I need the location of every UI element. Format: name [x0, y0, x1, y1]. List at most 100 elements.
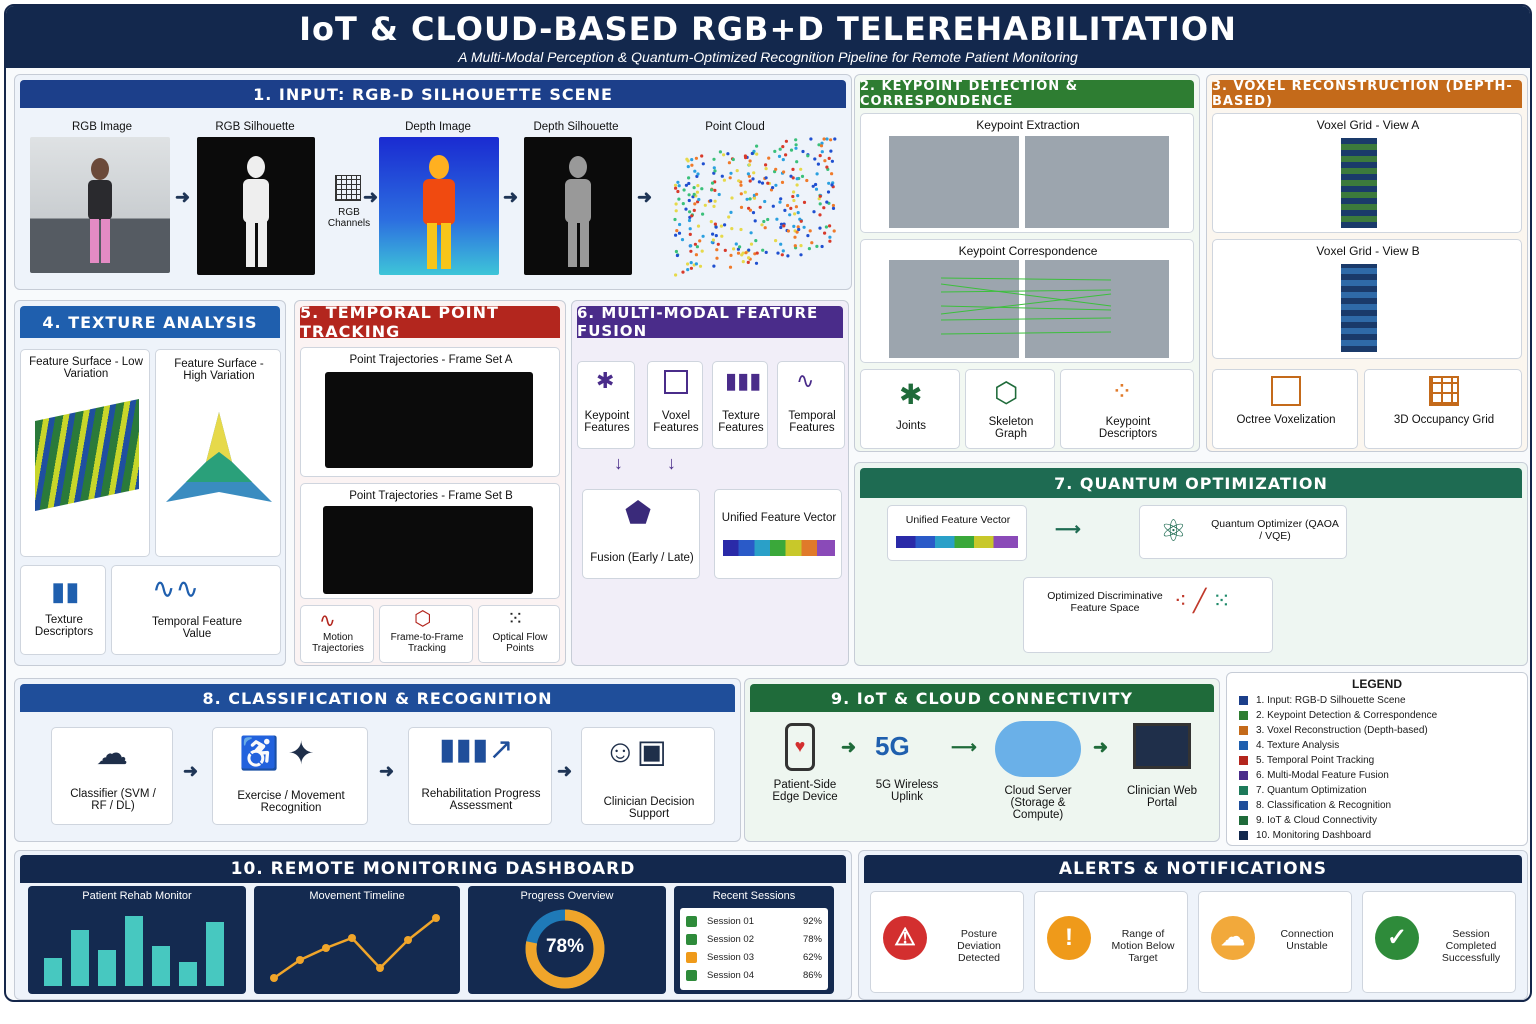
point-cloud-point: [781, 158, 785, 162]
point-cloud-point: [688, 227, 692, 231]
point-cloud-point: [717, 192, 721, 197]
5g-uplink-label: 5G Wireless Uplink: [875, 779, 939, 803]
frame-tracking-card: ⬡ Frame-to-Frame Tracking: [379, 605, 473, 663]
point-cloud-point: [739, 227, 743, 232]
texture-features-label: Texture Features: [718, 410, 764, 434]
point-cloud-point: [738, 245, 742, 249]
point-cloud-point: [730, 196, 734, 200]
point-cloud-point: [713, 169, 717, 173]
white-silhouette-icon: [243, 156, 269, 267]
point-cloud-point: [830, 172, 834, 176]
section-texture-title: 4. TEXTURE ANALYSIS: [20, 306, 280, 338]
quantum-optimizer-label: Quantum Optimizer (QAOA / VQE): [1211, 518, 1339, 542]
point-cloud-point: [712, 204, 716, 208]
point-cloud-point: [830, 159, 834, 163]
point-cloud-point: [739, 192, 743, 196]
point-cloud-point: [747, 163, 752, 167]
point-cloud-point: [784, 153, 788, 157]
grid-icon: [335, 175, 361, 201]
point-cloud-point: [754, 239, 758, 243]
check-circle-icon: ✓: [1375, 916, 1419, 960]
legend-item: 3. Voxel Reconstruction (Depth-based): [1239, 723, 1527, 738]
section-keypoints: 2. KEYPOINT DETECTION & CORRESPONDENCE K…: [854, 74, 1200, 452]
point-cloud-point: [695, 190, 699, 194]
point-cloud-point: [684, 183, 688, 187]
keypoint-extraction-card: Keypoint Extraction: [860, 113, 1194, 233]
point-cloud-point: [797, 227, 801, 232]
alert-card[interactable]: !Range of Motion Below Target: [1034, 891, 1188, 993]
fusion-card: ⬟ Fusion (Early / Late): [582, 489, 700, 579]
point-cloud-point: [795, 160, 799, 164]
temporal-value-card: ∿∿ Temporal Feature Value: [111, 565, 281, 655]
check-icon: [686, 933, 697, 945]
occupancy-label: 3D Occupancy Grid: [1393, 414, 1495, 426]
keypoint-icon: ✱: [596, 368, 615, 393]
point-cloud-point: [687, 218, 692, 223]
alert-card[interactable]: ⚠Posture Deviation Detected: [870, 891, 1024, 993]
session-name: Session 04: [707, 969, 755, 981]
high-variation-card: Feature Surface - High Variation: [155, 349, 281, 557]
point-cloud-point: [755, 144, 759, 148]
cloud-upload-icon: ☁: [1211, 916, 1255, 960]
section-classification-title: 8. CLASSIFICATION & RECOGNITION: [20, 684, 735, 712]
point-cloud-point: [786, 254, 790, 258]
infographic-frame: IoT & CLOUD-BASED RGB+D TELEREHABILITATI…: [4, 4, 1532, 1002]
rgb-image: [30, 137, 170, 273]
point-cloud-point: [715, 256, 719, 260]
point-cloud-point: [771, 204, 775, 208]
point-cloud-point: [771, 186, 775, 190]
point-cloud-point: [826, 190, 831, 194]
point-cloud-point: [766, 217, 770, 222]
texture-descriptors-card: ▮▮ Texture Descriptors: [20, 565, 106, 655]
point-cloud-point: [709, 220, 713, 224]
motion-trajectories-card: ∿ Motion Trajectories: [300, 605, 374, 663]
point-cloud-point: [698, 239, 702, 243]
point-cloud-point: [681, 270, 685, 274]
arrow-icon: ➜: [363, 187, 379, 207]
point-cloud-point: [689, 261, 693, 265]
point-cloud-point: [743, 154, 747, 158]
dots-icon: ⁙: [507, 608, 524, 630]
legend-label: 4. Texture Analysis: [1256, 740, 1340, 751]
point-cloud-point: [791, 176, 795, 180]
point-cloud-point: [762, 219, 766, 224]
arrow-down-icon: ↓: [614, 453, 623, 473]
keypoint-image-b: [1025, 136, 1169, 228]
point-cloud-point: [760, 223, 764, 227]
point-cloud-point: [674, 273, 678, 277]
legend-swatch: [1239, 711, 1248, 720]
point-cloud-point: [695, 174, 699, 178]
point-cloud-point: [764, 167, 768, 171]
rgb-channels-label: RGB Channels: [327, 207, 371, 229]
point-cloud-point: [801, 149, 805, 154]
alert-card[interactable]: ✓Session Completed Successfully: [1362, 891, 1516, 993]
frame-set-a-label: Point Trajectories - Frame Set A: [349, 354, 513, 366]
point-cloud-point: [744, 251, 748, 255]
legend-swatch: [1239, 816, 1248, 825]
keypoint-features-card: ✱ Keypoint Features: [577, 361, 635, 449]
point-cloud-point: [749, 242, 754, 246]
section-alerts-title: ALERTS & NOTIFICATIONS: [864, 855, 1522, 883]
skeleton-graph-icon: ⬡: [994, 377, 1019, 408]
legend-label: 2. Keypoint Detection & Correspondence: [1256, 710, 1438, 721]
point-cloud-point: [794, 205, 798, 209]
point-cloud-point: [766, 181, 770, 185]
point-cloud-point: [686, 262, 690, 266]
point-cloud-point: [719, 224, 723, 228]
frame-set-a-image: [325, 372, 533, 468]
texture-features-card: ▮▮▮ Texture Features: [712, 361, 768, 449]
point-cloud-point: [823, 159, 827, 163]
point-cloud-point: [682, 188, 686, 192]
point-cloud-point: [736, 251, 741, 255]
alert-card[interactable]: ☁Connection Unstable: [1198, 891, 1352, 993]
point-cloud-point: [678, 222, 682, 227]
wave-icon: ∿: [796, 368, 815, 393]
point-cloud-point: [712, 166, 716, 170]
